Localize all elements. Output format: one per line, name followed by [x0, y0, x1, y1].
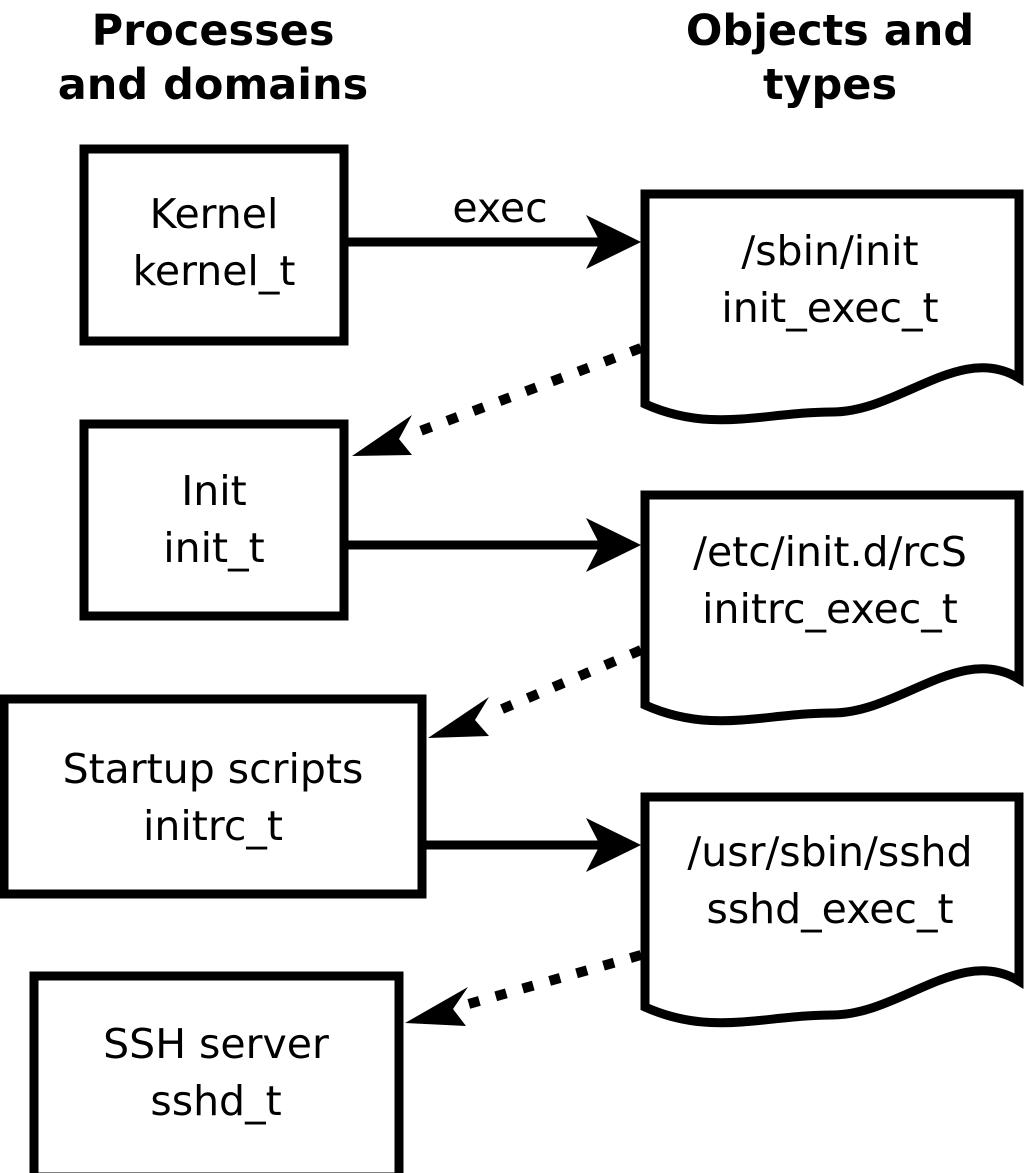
node-label-line1: Kernel: [150, 190, 279, 238]
edge-initrc-exec-sshd_exec: [426, 818, 641, 872]
node-sbin-init[interactable]: /sbin/init init_exec_t: [640, 189, 1024, 425]
arrow-head-icon: [586, 818, 641, 872]
node-box: [79, 419, 349, 621]
node-startup-scripts[interactable]: Startup scripts initrc_t: [0, 694, 427, 899]
heading-right-line1: Objects and: [686, 6, 974, 56]
node-label-line2: sshd_exec_t: [706, 885, 953, 933]
node-box: [79, 144, 349, 346]
node-label-line2: kernel_t: [133, 247, 296, 295]
edge-initrc_exec-to-initrc: [428, 645, 643, 738]
edge-sshd_exec-to-sshd: [405, 950, 643, 1026]
edge-init-exec-initrc_exec: [348, 518, 641, 572]
edge-line: [405, 343, 643, 441]
column-heading-processes: Processes and domains: [58, 6, 368, 110]
node-usr-sbin-sshd[interactable]: /usr/sbin/sshd sshd_exec_t: [640, 792, 1024, 1028]
arrow-head-icon: [586, 518, 641, 572]
edge-line: [463, 950, 643, 1010]
arrow-head-icon: [428, 697, 489, 738]
arrow-head-icon: [405, 987, 468, 1026]
node-label-line2: init_exec_t: [721, 284, 938, 332]
node-etc-initd-rcs[interactable]: /etc/init.d/rcS initrc_exec_t: [640, 490, 1024, 726]
heading-right-line2: types: [763, 60, 897, 110]
document-shape: [640, 490, 1024, 726]
node-label-line2: sshd_t: [150, 1077, 281, 1125]
arrow-head-icon: [352, 415, 412, 456]
edge-kernel-exec-init_exec: exec: [348, 184, 641, 269]
heading-left-line2: and domains: [58, 60, 368, 110]
edge-label-exec: exec: [452, 184, 547, 232]
node-ssh-server[interactable]: SSH server sshd_t: [29, 971, 404, 1173]
node-init[interactable]: Init init_t: [79, 419, 349, 621]
node-label-line2: init_t: [163, 524, 264, 572]
heading-left-line1: Processes: [92, 6, 335, 56]
node-label-line1: /etc/init.d/rcS: [693, 528, 967, 576]
node-label-line2: initrc_t: [143, 802, 283, 850]
document-shape: [640, 189, 1024, 425]
edge-init_exec-to-init: [352, 343, 643, 456]
node-label-line1: /sbin/init: [741, 227, 918, 275]
node-kernel[interactable]: Kernel kernel_t: [79, 144, 349, 346]
edge-line: [486, 645, 643, 720]
column-heading-objects: Objects and types: [686, 6, 974, 110]
arrow-head-icon: [586, 215, 641, 269]
document-shape: [640, 792, 1024, 1028]
node-box: [29, 971, 404, 1173]
node-label-line1: SSH server: [103, 1020, 329, 1068]
node-label-line1: /usr/sbin/sshd: [687, 828, 972, 876]
node-label-line1: Init: [181, 467, 247, 515]
node-label-line2: initrc_exec_t: [702, 585, 958, 633]
node-box: [0, 694, 427, 899]
node-label-line1: Startup scripts: [63, 745, 364, 793]
